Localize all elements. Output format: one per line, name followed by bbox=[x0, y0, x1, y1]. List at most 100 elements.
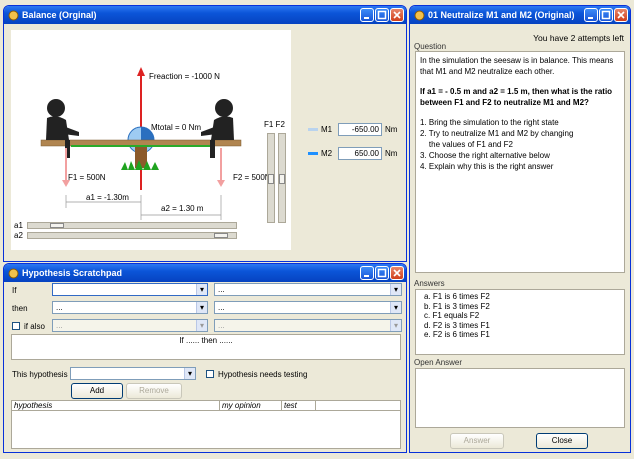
maximize-icon[interactable] bbox=[375, 266, 389, 280]
chevron-down-icon[interactable]: ▾ bbox=[196, 320, 207, 331]
if-also-relation-select[interactable]: ... ▾ bbox=[214, 319, 402, 332]
answer-button[interactable]: Answer bbox=[450, 433, 504, 449]
close-icon[interactable] bbox=[390, 266, 404, 280]
if-also-variable-select[interactable]: ... ▾ bbox=[52, 319, 208, 332]
total-moment-label: Mtotal = 0 Nm bbox=[151, 123, 202, 132]
if-also-label: if also bbox=[24, 322, 45, 331]
a2-slider-thumb[interactable] bbox=[214, 233, 228, 238]
select-value: ... bbox=[218, 321, 225, 330]
hypothesis-scratchpad-window: Hypothesis Scratchpad If ▾ ... ▾ then ...… bbox=[3, 263, 407, 453]
question-window: 01 Neutralize M1 and M2 (Original) You h… bbox=[409, 5, 631, 453]
select-value: ... bbox=[56, 321, 63, 330]
minimize-icon[interactable] bbox=[584, 8, 598, 22]
question-bold: If a1 = - 0.5 m and a2 = 1.5 m, then wha… bbox=[420, 87, 613, 107]
select-value: ... bbox=[218, 303, 225, 312]
answers-group-label: Answers bbox=[414, 279, 445, 288]
hypothesis-preview-box: If ...... then ...... bbox=[11, 334, 401, 360]
answer-option-a[interactable]: a. F1 is 6 times F2 bbox=[424, 292, 490, 301]
m1-unit: Nm bbox=[385, 125, 398, 134]
m1-row: M1 -650.00 Nm bbox=[308, 123, 397, 136]
close-button[interactable]: Close bbox=[536, 433, 588, 449]
remove-button[interactable]: Remove bbox=[126, 383, 182, 399]
needs-testing-label: Hypothesis needs testing bbox=[218, 370, 308, 379]
open-answer-group-label: Open Answer bbox=[414, 358, 463, 367]
column-my-opinion[interactable]: my opinion bbox=[220, 401, 282, 410]
hypothesis-table-header: hypothesis my opinion test bbox=[11, 400, 401, 411]
answers-list[interactable]: a. F1 is 6 times F2 b. F1 is 3 times F2 … bbox=[415, 289, 625, 355]
seesaw-drawing bbox=[40, 67, 242, 220]
chevron-down-icon[interactable]: ▾ bbox=[184, 368, 195, 379]
this-hypothesis-label: This hypothesis bbox=[12, 370, 68, 379]
if-relation-select[interactable]: ... ▾ bbox=[214, 283, 402, 296]
open-answer-textarea[interactable] bbox=[415, 368, 625, 428]
hypothesis-table-body[interactable] bbox=[11, 411, 401, 449]
if-also-checkbox[interactable] bbox=[12, 322, 20, 330]
answer-option-c[interactable]: c. F1 equals F2 bbox=[424, 311, 480, 320]
m1-value-field[interactable]: -650.00 bbox=[338, 123, 382, 136]
chevron-down-icon[interactable]: ▾ bbox=[390, 284, 401, 295]
question-titlebar[interactable]: 01 Neutralize M1 and M2 (Original) bbox=[410, 6, 630, 24]
f1-slider-thumb[interactable] bbox=[268, 174, 274, 184]
select-value: ... bbox=[218, 285, 225, 294]
step-item: 4. Explain why this is the right answer bbox=[420, 162, 554, 171]
a1-slider-thumb[interactable] bbox=[50, 223, 64, 228]
f2-force-label: F2 = 500N bbox=[233, 173, 271, 182]
then-variable-select[interactable]: ... ▾ bbox=[52, 301, 208, 314]
m2-row: M2 650.00 Nm bbox=[308, 147, 397, 160]
scratchpad-titlebar[interactable]: Hypothesis Scratchpad bbox=[4, 264, 406, 282]
maximize-icon[interactable] bbox=[599, 8, 613, 22]
window-title: Balance (Orginal) bbox=[22, 10, 97, 20]
m2-label: M2 bbox=[321, 149, 333, 158]
a1-slider[interactable] bbox=[27, 222, 237, 229]
m2-value-field[interactable]: 650.00 bbox=[338, 147, 382, 160]
window-title: Hypothesis Scratchpad bbox=[22, 268, 123, 278]
chevron-down-icon[interactable]: ▾ bbox=[390, 302, 401, 313]
step-item: 1. Bring the simulation to the right sta… bbox=[420, 118, 559, 127]
attempts-left-text: You have 2 attempts left bbox=[533, 33, 624, 43]
step-item: the values of F1 and F2 bbox=[420, 140, 513, 149]
question-intro: In the simulation the seesaw is in balan… bbox=[420, 56, 614, 76]
question-steps: 1. Bring the simulation to the right sta… bbox=[420, 117, 620, 172]
minimize-icon[interactable] bbox=[360, 8, 374, 22]
a2-distance-label: a2 = 1.30 m bbox=[161, 204, 204, 213]
question-text-panel: In the simulation the seesaw is in balan… bbox=[415, 51, 625, 273]
m1-label: M1 bbox=[321, 125, 333, 134]
answer-option-d[interactable]: d. F2 is 3 times F1 bbox=[424, 320, 490, 330]
add-button[interactable]: Add bbox=[71, 383, 123, 399]
close-icon[interactable] bbox=[614, 8, 628, 22]
m2-color-swatch bbox=[308, 152, 318, 155]
a2-slider-label: a2 bbox=[14, 231, 23, 240]
a1-distance-label: a1 = -1.30m bbox=[86, 193, 129, 202]
a2-slider[interactable] bbox=[27, 232, 237, 239]
column-hypothesis[interactable]: hypothesis bbox=[12, 401, 220, 410]
close-icon[interactable] bbox=[390, 8, 404, 22]
then-label: then bbox=[12, 304, 28, 313]
answer-option-e[interactable]: e. F2 is 6 times F1 bbox=[424, 330, 490, 339]
select-value: ... bbox=[56, 303, 63, 312]
chevron-down-icon[interactable]: ▾ bbox=[196, 284, 207, 295]
if-variable-select[interactable]: ▾ bbox=[52, 283, 208, 296]
maximize-icon[interactable] bbox=[375, 8, 389, 22]
seesaw-simulation[interactable]: Freaction = -1000 N Mtotal = 0 Nm F1 = 5… bbox=[11, 30, 291, 250]
a1-slider-label: a1 bbox=[14, 221, 23, 230]
balance-titlebar[interactable]: Balance (Orginal) bbox=[4, 6, 406, 24]
balance-window: Balance (Orginal) bbox=[3, 5, 407, 262]
answer-option-b[interactable]: b. F1 is 3 times F2 bbox=[424, 301, 490, 311]
then-relation-select[interactable]: ... ▾ bbox=[214, 301, 402, 314]
minimize-icon[interactable] bbox=[360, 266, 374, 280]
m1-color-swatch bbox=[308, 128, 318, 131]
f2-slider-thumb[interactable] bbox=[279, 174, 285, 184]
step-item: 3. Choose the right alternative below bbox=[420, 151, 550, 160]
app-icon bbox=[8, 10, 19, 21]
f1-slider[interactable] bbox=[267, 133, 275, 223]
chevron-down-icon[interactable]: ▾ bbox=[390, 320, 401, 331]
if-label: If bbox=[12, 286, 17, 295]
this-hypothesis-select[interactable]: ▾ bbox=[70, 367, 196, 380]
hypothesis-preview-text: If ...... then ...... bbox=[179, 336, 233, 345]
chevron-down-icon[interactable]: ▾ bbox=[196, 302, 207, 313]
f2-slider[interactable] bbox=[278, 133, 286, 223]
needs-testing-checkbox[interactable] bbox=[206, 370, 214, 378]
column-test[interactable]: test bbox=[282, 401, 316, 410]
app-icon bbox=[414, 10, 425, 21]
window-title: 01 Neutralize M1 and M2 (Original) bbox=[428, 10, 575, 20]
